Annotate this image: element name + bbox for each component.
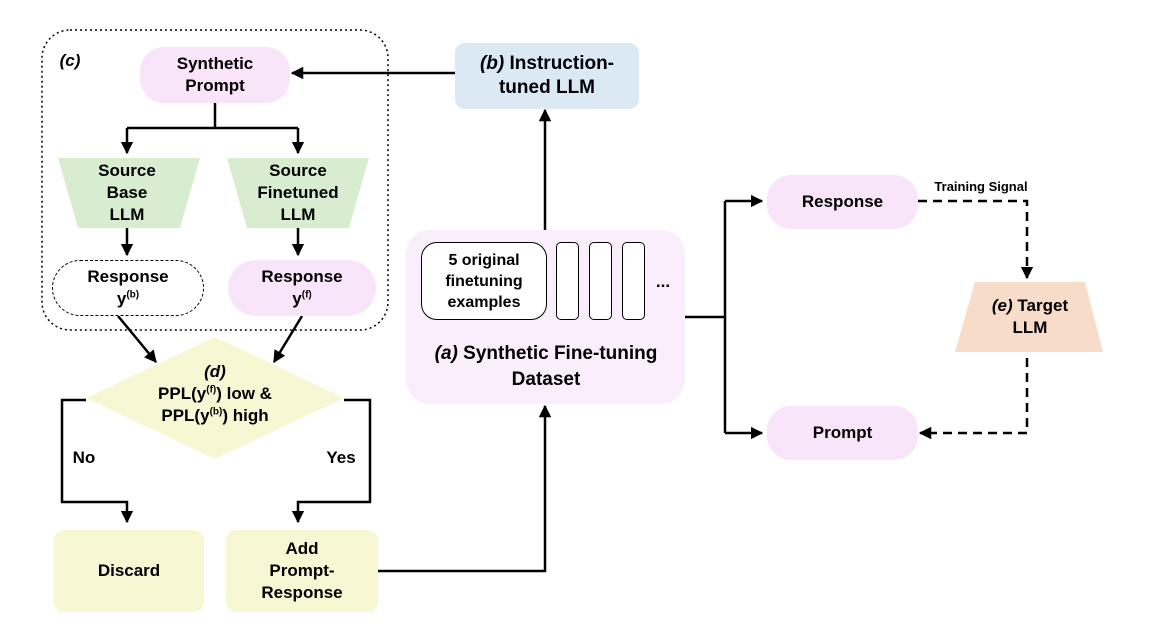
original-examples-text: 5 original finetuning examples	[445, 251, 523, 311]
add-line3: Response	[261, 583, 343, 602]
arrow-training-signal	[918, 199, 1034, 280]
target-llm-shape	[955, 282, 1103, 352]
instruction-llm-line2: tuned LLM	[498, 77, 596, 98]
response-finetuned-label: Response	[261, 267, 343, 286]
discard-node: Discard	[54, 530, 204, 612]
response-base-node: Response y(b)	[52, 260, 204, 316]
decision-text: (d) PPL(y(f)) low & PPL(y(b)) high	[120, 352, 310, 436]
arrow-target-to-prompt	[918, 358, 1029, 440]
instruction-tuned-llm-node: (b) Instruction- tuned LLM	[455, 43, 639, 109]
arrow-base-response-to-decision	[117, 315, 157, 363]
dataset-title-line1: (a) Synthetic Fine-tuning	[434, 343, 658, 364]
source-finetuned-llm-label: Source Finetuned LLM	[237, 158, 359, 228]
response-finetuned-node: Response y(f)	[228, 260, 376, 316]
example-slot-1	[556, 242, 579, 320]
target-llm-label: (e) Target LLM	[975, 292, 1085, 342]
source-finetuned-llm-shape	[227, 158, 369, 228]
add-line2: Prompt-	[269, 561, 335, 580]
source-finetuned-line1: Source	[269, 161, 327, 180]
response-base-label: Response	[87, 267, 169, 286]
arrow-add-to-dataset	[378, 404, 552, 573]
response-finetuned-var: y(f)	[292, 289, 312, 308]
target-llm-line1: (e) Target	[991, 296, 1069, 315]
training-signal-label: Training Signal	[934, 179, 1028, 194]
decision-line1: PPL(y(f)) low &	[158, 384, 272, 403]
dataset-title-line2: Dataset	[511, 369, 581, 390]
decision-no-label: No	[72, 448, 96, 467]
decision-yes-label: Yes	[326, 448, 356, 467]
arrow-yes-to-add	[291, 398, 372, 524]
arrow-no-to-discard	[60, 398, 134, 524]
source-base-llm-label: Source Base LLM	[68, 158, 186, 228]
panel-c-tag: (c)	[59, 51, 81, 70]
response-base-var: y(b)	[116, 289, 140, 308]
source-base-line3: LLM	[109, 205, 145, 224]
add-line1: Add	[285, 539, 319, 558]
panel-c-border	[41, 29, 389, 331]
response-right-node: Response	[767, 175, 918, 229]
source-base-line1: Source	[98, 161, 156, 180]
source-base-line2: Base	[106, 183, 148, 202]
target-llm-line2: LLM	[1012, 318, 1048, 337]
instruction-llm-line1: (b) Instruction-	[479, 53, 615, 74]
synthetic-prompt-line2: Prompt	[185, 76, 245, 95]
add-prompt-response-node: Add Prompt- Response	[226, 530, 378, 612]
decision-line2: PPL(y(b)) high	[161, 406, 269, 425]
original-examples-box: 5 original finetuning examples	[421, 242, 547, 320]
source-base-llm-shape	[58, 158, 200, 228]
example-slot-2	[589, 242, 612, 320]
decision-tag: (d)	[204, 362, 226, 381]
dataset-title: (a) Synthetic Fine-tuning Dataset	[410, 340, 682, 394]
prompt-right-node: Prompt	[767, 406, 918, 460]
synthetic-prompt-node: Synthetic Prompt	[140, 47, 290, 103]
source-finetuned-line2: Finetuned	[257, 183, 339, 202]
decision-diamond	[86, 337, 344, 459]
example-slot-3	[622, 242, 645, 320]
source-finetuned-line3: LLM	[280, 205, 316, 224]
synthetic-prompt-line1: Synthetic	[176, 54, 254, 73]
arrow-finetuned-response-to-decision	[272, 315, 304, 364]
examples-ellipsis: ...	[655, 272, 671, 291]
